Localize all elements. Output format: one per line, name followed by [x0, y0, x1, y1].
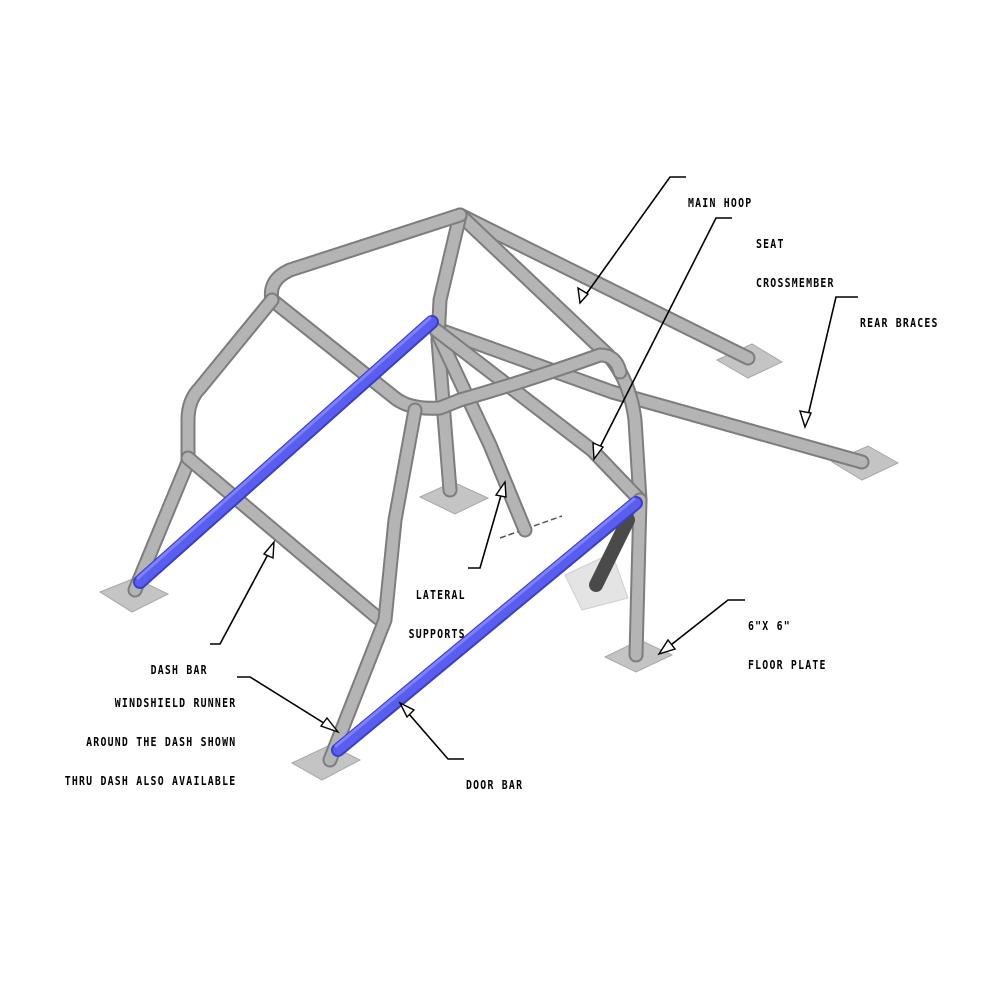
label-main-hoop: MAIN HOOP: [688, 171, 752, 223]
label-windshield-runner-line2: AROUND THE DASH SHOWN: [85, 735, 236, 749]
label-main-hoop-text: MAIN HOOP: [688, 196, 753, 210]
leader-floor-plate: [661, 599, 745, 653]
label-windshield-runner-line1: WINDSHIELD RUNNER: [114, 696, 236, 710]
label-door-bar: DOOR BAR: [466, 753, 523, 805]
label-windshield-runner: WINDSHIELD RUNNER AROUND THE DASH SHOWN …: [64, 671, 236, 801]
label-seat-crossmember-line1: SEAT: [756, 237, 785, 251]
label-floor-plate: 6"X 6" FLOOR PLATE: [748, 594, 827, 685]
label-dash-bar: DASH BAR: [151, 638, 208, 690]
leader-main-hoop: [581, 176, 686, 301]
leader-rear-braces: [805, 296, 858, 425]
label-windshield-runner-line3: THRU DASH ALSO AVAILABLE: [64, 774, 236, 788]
label-lateral-supports: LATERAL SUPPORTS: [409, 563, 466, 654]
label-lateral-supports-line2: SUPPORTS: [408, 627, 466, 641]
label-rear-braces-text: REAR BRACES: [860, 316, 939, 330]
label-floor-plate-line2: FLOOR PLATE: [748, 658, 827, 672]
highlight-bars: [133, 315, 643, 757]
label-seat-crossmember-line2: CROSSMEMBER: [756, 276, 835, 290]
leader-lateral-supports: [468, 484, 505, 569]
leader-door-bar: [401, 705, 464, 760]
leader-seat-crossmember: [595, 217, 732, 456]
label-door-bar-text: DOOR BAR: [466, 778, 524, 792]
leader-dash-bar: [210, 544, 274, 645]
tube-structure: [127, 207, 870, 768]
label-dash-bar-text: DASH BAR: [150, 663, 208, 677]
leader-lines: [210, 176, 858, 760]
label-seat-crossmember: SEAT CROSSMEMBER: [756, 212, 835, 303]
label-lateral-supports-line1: LATERAL: [415, 588, 466, 602]
label-rear-braces: REAR BRACES: [860, 291, 939, 343]
floor-plate-center: [418, 481, 490, 515]
label-floor-plate-line1: 6"X 6": [748, 619, 791, 633]
leader-windshield-runner: [237, 676, 336, 731]
